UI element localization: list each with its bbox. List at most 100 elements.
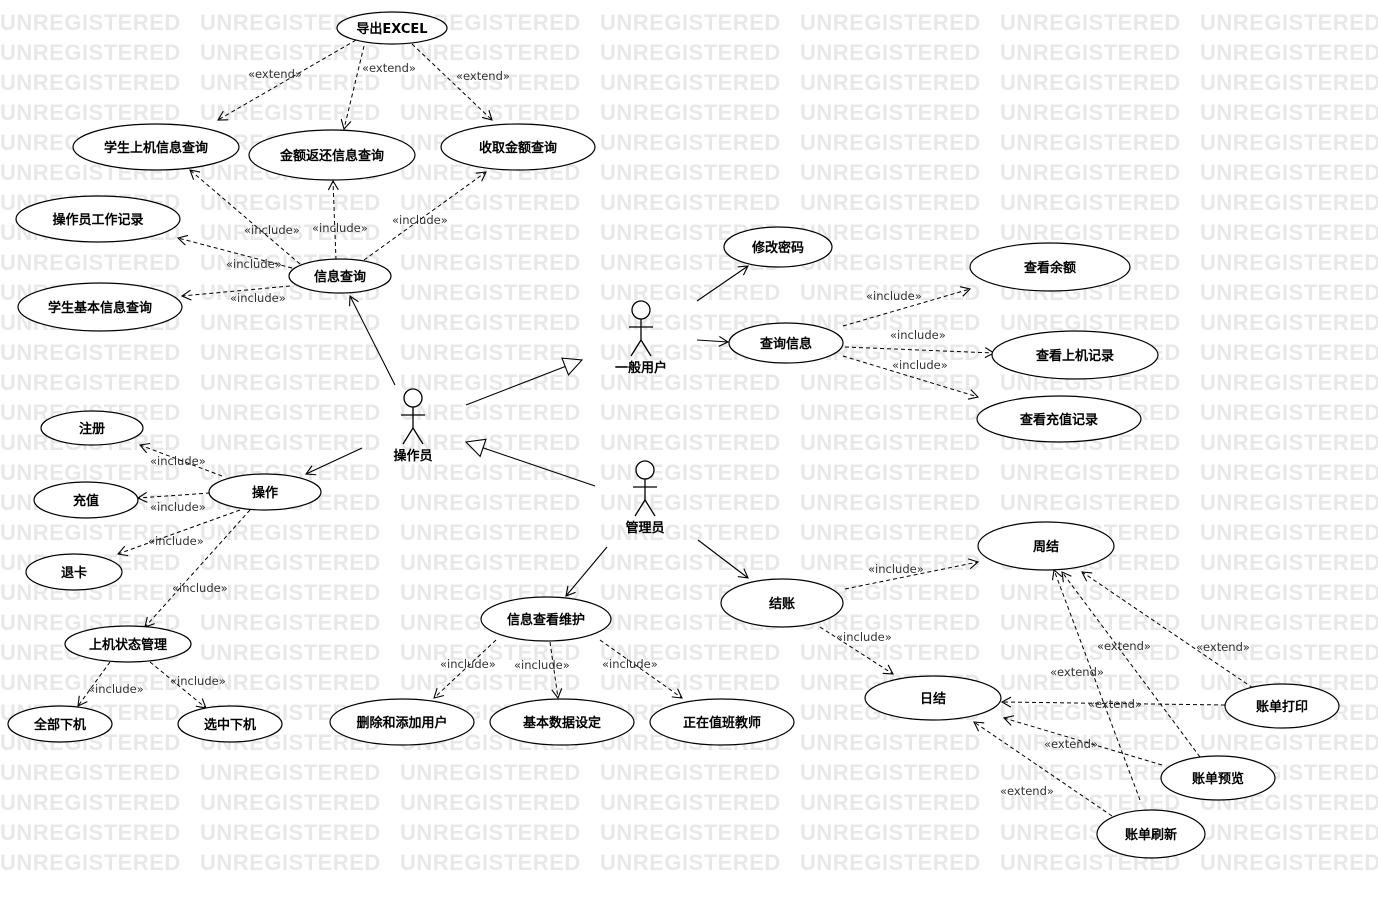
- use-case-ellipse[interactable]: [977, 521, 1115, 571]
- use-case-stu_online_query[interactable]: 学生上机信息查询: [72, 123, 240, 171]
- watermark-text: UNREGISTERED: [0, 370, 181, 395]
- watermark-text: UNREGISTERED: [200, 340, 381, 365]
- use-case-selected_offline[interactable]: 选中下机: [177, 705, 283, 743]
- actor-operator[interactable]: 操作员: [393, 388, 433, 464]
- use-case-label: 账单打印: [1256, 699, 1308, 715]
- watermark-text: UNREGISTERED: [600, 760, 781, 785]
- actor-general_user[interactable]: 一般用户: [615, 300, 667, 376]
- use-case-view_recharge_record[interactable]: 查看充值记录: [976, 395, 1142, 443]
- watermark-text: UNREGISTERED: [800, 370, 981, 395]
- use-case-ellipse[interactable]: [723, 226, 833, 268]
- use-case-ellipse[interactable]: [64, 625, 192, 663]
- watermark-text: UNREGISTERED: [1200, 400, 1378, 425]
- use-case-online_state_mgmt[interactable]: 上机状态管理: [64, 625, 192, 663]
- use-case-ellipse[interactable]: [288, 258, 392, 294]
- use-case-info_maintenance[interactable]: 信息查看维护: [480, 596, 612, 642]
- use-case-ellipse[interactable]: [248, 129, 416, 181]
- use-case-change_pwd[interactable]: 修改密码: [723, 226, 833, 268]
- watermark-text: UNREGISTERED: [800, 250, 981, 275]
- use-case-delete_add_user[interactable]: 删除和添加用户: [329, 698, 475, 746]
- use-case-op_work_record[interactable]: 操作员工作记录: [15, 195, 181, 243]
- use-case-ellipse[interactable]: [15, 195, 181, 243]
- use-case-ellipse[interactable]: [1160, 755, 1276, 801]
- watermark-text: UNREGISTERED: [400, 280, 581, 305]
- use-case-ellipse[interactable]: [1224, 683, 1340, 729]
- use-case-ellipse[interactable]: [208, 473, 322, 511]
- watermark-text: UNREGISTERED: [1200, 730, 1378, 755]
- watermark-text: UNREGISTERED: [1200, 580, 1378, 605]
- watermark-text: UNREGISTERED: [1200, 220, 1378, 245]
- generalization-edge-operator-general_user: [465, 357, 584, 406]
- watermark-text: UNREGISTERED: [1200, 370, 1378, 395]
- watermark-text: UNREGISTERED: [0, 460, 181, 485]
- stereotype-label: «include»: [244, 223, 300, 237]
- use-case-ellipse[interactable]: [864, 675, 1002, 721]
- use-case-register[interactable]: 注册: [40, 410, 144, 446]
- use-case-recharge[interactable]: 充值: [33, 481, 139, 519]
- use-case-refund_card[interactable]: 退卡: [25, 553, 123, 591]
- use-case-ellipse[interactable]: [480, 596, 612, 642]
- use-case-ellipse[interactable]: [7, 705, 113, 743]
- use-case-charge_query[interactable]: 收取金额查询: [440, 123, 596, 171]
- use-case-bill_preview[interactable]: 账单预览: [1160, 755, 1276, 801]
- use-case-label: 删除和添加用户: [356, 715, 447, 731]
- use-case-ellipse[interactable]: [720, 578, 844, 628]
- actor-admin[interactable]: 管理员: [625, 460, 665, 536]
- use-case-basic_data_setting[interactable]: 基本数据设定: [489, 698, 635, 746]
- use-case-stu_basic_query[interactable]: 学生基本信息查询: [17, 282, 183, 332]
- use-case-view_balance[interactable]: 查看余额: [969, 242, 1131, 292]
- watermark-text: UNREGISTERED: [200, 610, 381, 635]
- watermark-text: UNREGISTERED: [400, 70, 581, 95]
- relations-layer: [77, 39, 1254, 817]
- use-case-operate[interactable]: 操作: [208, 473, 322, 511]
- watermark-text: UNREGISTERED: [400, 460, 581, 485]
- watermark-text: UNREGISTERED: [400, 190, 581, 215]
- use-case-ellipse[interactable]: [177, 705, 283, 743]
- use-case-ellipse[interactable]: [40, 410, 144, 446]
- watermark-text: UNREGISTERED: [200, 670, 381, 695]
- use-case-ellipse[interactable]: [1096, 809, 1206, 859]
- use-case-ellipse[interactable]: [329, 698, 475, 746]
- actor-right-leg: [644, 499, 656, 517]
- watermark-text: UNREGISTERED: [800, 760, 981, 785]
- use-case-ellipse[interactable]: [991, 330, 1159, 380]
- use-case-ellipse[interactable]: [440, 123, 596, 171]
- watermark-text: UNREGISTERED: [200, 190, 381, 215]
- use-case-label: 学生基本信息查询: [48, 300, 152, 316]
- use-case-ellipse[interactable]: [72, 123, 240, 171]
- watermark-text: UNREGISTERED: [600, 10, 781, 35]
- use-case-ellipse[interactable]: [649, 698, 795, 746]
- association-edge-operator-operate: [304, 447, 363, 476]
- use-case-ellipse[interactable]: [25, 553, 123, 591]
- use-case-ellipse[interactable]: [336, 11, 448, 45]
- watermark-text: UNREGISTERED: [600, 280, 781, 305]
- association-edge-admin-info_maintenance: [565, 546, 608, 597]
- use-case-inquire_info[interactable]: 查询信息: [728, 322, 844, 364]
- actor-left-leg: [402, 427, 414, 445]
- use-case-ellipse[interactable]: [976, 395, 1142, 443]
- use-case-on_duty_teacher[interactable]: 正在值班教师: [649, 698, 795, 746]
- watermark-text: UNREGISTERED: [400, 850, 581, 875]
- use-case-ellipse[interactable]: [17, 282, 183, 332]
- use-case-bill_refresh[interactable]: 账单刷新: [1096, 809, 1206, 859]
- use-case-label: 充值: [73, 493, 99, 509]
- use-case-view_online_record[interactable]: 查看上机记录: [991, 330, 1159, 380]
- use-case-weekly_settle[interactable]: 周结: [977, 521, 1115, 571]
- watermark-text: UNREGISTERED: [1200, 460, 1378, 485]
- actor-head: [635, 460, 655, 480]
- use-case-label: 账单预览: [1192, 771, 1244, 787]
- use-case-info_query[interactable]: 信息查询: [288, 258, 392, 294]
- use-case-ellipse[interactable]: [728, 322, 844, 364]
- dependency-edge-operate-register: [138, 442, 223, 477]
- use-case-daily_settle[interactable]: 日结: [864, 675, 1002, 721]
- use-case-ellipse[interactable]: [969, 242, 1131, 292]
- use-case-all_offline[interactable]: 全部下机: [7, 705, 113, 743]
- actor-right-leg: [412, 427, 424, 445]
- actor-label: 一般用户: [615, 360, 667, 376]
- use-case-export_excel[interactable]: 导出EXCEL: [336, 11, 448, 45]
- use-case-ellipse[interactable]: [489, 698, 635, 746]
- use-case-refund_query[interactable]: 金额返还信息查询: [248, 129, 416, 181]
- use-case-bill_print[interactable]: 账单打印: [1224, 683, 1340, 729]
- use-case-settle_account[interactable]: 结账: [720, 578, 844, 628]
- use-case-ellipse[interactable]: [33, 481, 139, 519]
